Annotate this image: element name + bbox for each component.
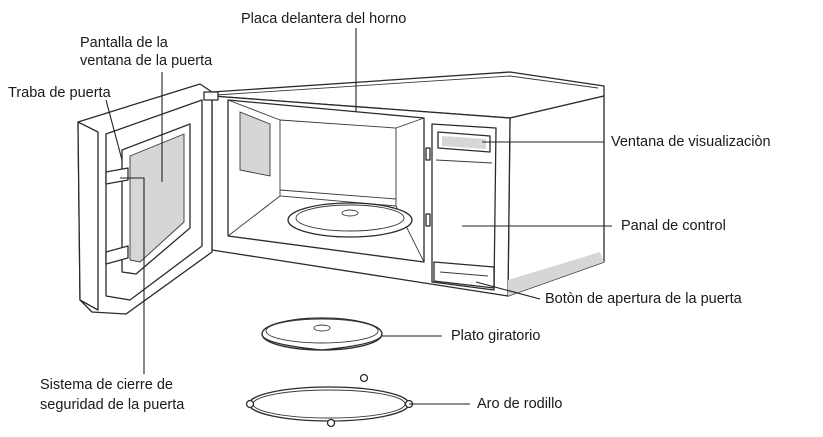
- label-roller-ring: Aro de rodillo: [477, 396, 563, 412]
- label-safety-lock-line1: Sistema de cierre de: [40, 377, 173, 393]
- label-door-latch: Traba de puerta: [8, 85, 111, 101]
- label-window-screen-line1: Pantalla de la: [80, 35, 168, 51]
- label-turntable: Plato giratorio: [451, 328, 541, 344]
- cavity-turntable: [287, 202, 413, 238]
- latch-slots: [425, 147, 431, 227]
- label-safety-lock-line2: seguridad de la puerta: [40, 397, 185, 413]
- leader-lines: [105, 28, 612, 405]
- label-control-panel: Panal de control: [621, 218, 726, 234]
- label-window-screen-line2: ventana de la puerta: [80, 53, 213, 69]
- roller-ring: [245, 373, 414, 428]
- turntable-plate: [261, 317, 383, 351]
- control-panel-body: [431, 123, 497, 291]
- oven-cavity: [227, 99, 425, 263]
- label-display-window: Ventana de visualizaciòn: [611, 134, 771, 150]
- label-front-plate: Placa delantera del horno: [241, 11, 407, 27]
- oven-door: [77, 83, 219, 315]
- label-door-open-button: Botòn de apertura de la puerta: [545, 291, 742, 307]
